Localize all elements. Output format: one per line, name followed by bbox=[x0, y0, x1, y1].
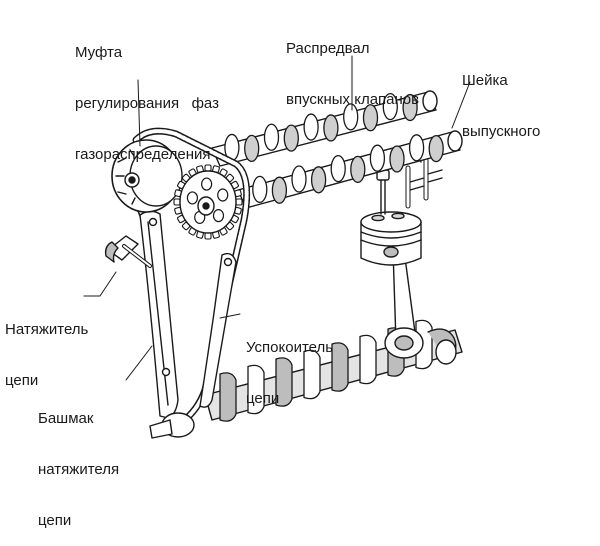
intake-cam-lobe bbox=[402, 93, 418, 122]
label-tensioner-shoe-line-1: Башмак bbox=[38, 410, 94, 427]
tensioner-shoe bbox=[139, 210, 179, 419]
label-chain-damper-line-2: цепи bbox=[246, 390, 280, 407]
exhaust-cam-lobe bbox=[291, 165, 307, 193]
exhaust-cam-lobe bbox=[428, 134, 444, 163]
exhaust-cam-lobe bbox=[408, 134, 425, 162]
intake-cam-lobe bbox=[343, 103, 359, 131]
exhaust-cam-sprocket bbox=[173, 164, 243, 240]
label-chain-tensioner: Натяжитель цепи bbox=[5, 287, 88, 406]
exhaust-cam-lobe bbox=[389, 145, 405, 173]
intake-cam-lobe bbox=[283, 124, 299, 152]
chain-tensioner bbox=[104, 235, 152, 268]
label-exhaust-journal: Шейка выпускного bbox=[462, 38, 540, 157]
sprocket-tooth bbox=[204, 232, 212, 240]
crank-web bbox=[275, 357, 293, 407]
crankshaft bbox=[204, 319, 463, 422]
label-chain-damper-line-1: Успокоитель bbox=[246, 339, 334, 356]
engine-illustration bbox=[83, 55, 471, 439]
sprocket-tooth bbox=[173, 198, 181, 206]
crank-web bbox=[219, 372, 237, 422]
crank-web bbox=[303, 349, 321, 400]
label-intake-camshaft: Распредвал впускных клапанов bbox=[286, 6, 419, 125]
crank-sprocket bbox=[149, 412, 195, 439]
exhaust-cam-lobe bbox=[369, 144, 386, 172]
exhaust-cam-lobe bbox=[310, 166, 327, 194]
intake-cam-lobe bbox=[382, 93, 398, 121]
label-tensioner-shoe-line-2: натяжителя bbox=[38, 461, 120, 478]
exhaust-cam-lobe bbox=[252, 175, 268, 204]
label-exhaust-journal-line-2: выпускного bbox=[462, 123, 541, 140]
sprocket-hole bbox=[186, 191, 199, 205]
exhaust-cam-lobe bbox=[350, 155, 366, 184]
intake-cam-lobe bbox=[263, 123, 280, 151]
crank-web bbox=[247, 364, 265, 415]
label-exhaust-journal-line-1: Шейка bbox=[462, 72, 508, 89]
label-cam-phaser-line-1: Муфта bbox=[75, 44, 123, 61]
engine-timing-diagram: Муфта регулирования фаз газораспределени… bbox=[5, 6, 540, 529]
sprocket-hole bbox=[201, 177, 213, 191]
exhaust-cam-lobe bbox=[330, 154, 346, 183]
label-cam-phaser: Муфта регулирования фаз газораспределени… bbox=[75, 10, 219, 180]
label-intake-camshaft-line-2: впускных клапанов bbox=[286, 91, 420, 108]
intake-cam-lobe bbox=[244, 134, 260, 163]
label-tensioner-shoe-line-3: цепи bbox=[38, 512, 72, 529]
piston bbox=[360, 211, 422, 266]
intake-cam-lobe bbox=[303, 113, 319, 141]
intake-cam-lobe bbox=[362, 104, 379, 132]
label-intake-camshaft-line-1: Распредвал bbox=[286, 40, 370, 57]
cam-phaser bbox=[111, 139, 183, 213]
connecting-rod bbox=[384, 249, 424, 359]
crank-web bbox=[359, 334, 377, 385]
intake-camshaft bbox=[211, 90, 438, 167]
label-chain-tensioner-line-1: Натяжитель bbox=[5, 321, 89, 338]
chain-damper bbox=[199, 252, 237, 408]
leader-lines bbox=[83, 55, 471, 381]
sprocket-tooth bbox=[235, 198, 243, 206]
crank-web bbox=[331, 342, 349, 392]
label-tensioner-shoe: Башмак натяжителя цепи bbox=[38, 376, 119, 546]
sprocket-hole bbox=[212, 209, 225, 223]
exhaust-cam-lobe bbox=[271, 176, 288, 204]
intake-cam-lobe bbox=[323, 114, 339, 142]
label-cam-phaser-line-2: регулирования фаз bbox=[75, 95, 219, 112]
exhaust-camshaft bbox=[237, 130, 463, 209]
valves bbox=[376, 145, 443, 215]
label-cam-phaser-line-3: газораспределения bbox=[75, 146, 211, 163]
sprocket-hole bbox=[217, 188, 229, 202]
label-chain-damper: Успокоитель цепи bbox=[246, 305, 333, 424]
label-chain-tensioner-line-2: цепи bbox=[5, 372, 39, 389]
